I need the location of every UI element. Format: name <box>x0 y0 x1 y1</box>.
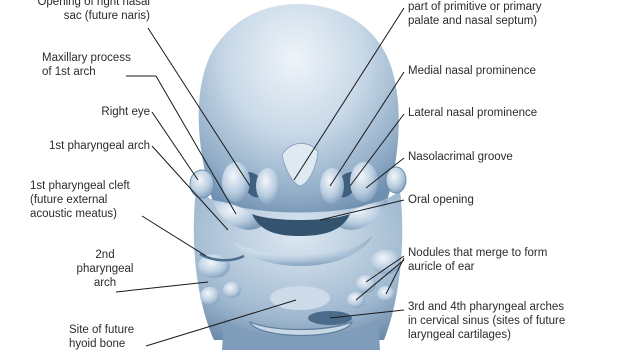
label-oral: Oral opening <box>408 193 474 207</box>
label-right-naris: Opening of right nasal sac (future naris… <box>37 0 150 23</box>
label-arch1: 1st pharyngeal arch <box>49 139 150 153</box>
right-lateral-nasal <box>222 162 250 202</box>
label-medial-nasal: Medial nasal prominence <box>408 64 536 78</box>
leader-right-eye <box>152 112 198 180</box>
label-nodules: Nodules that merge to form auricle of ea… <box>408 246 547 274</box>
right-nodule-2 <box>223 282 241 298</box>
label-nasolacrimal: Nasolacrimal groove <box>408 150 513 164</box>
right-nodule-1 <box>200 287 220 305</box>
label-lateral-nasal: Lateral nasal prominence <box>408 106 537 120</box>
label-palate: part of primitive or primary palate and … <box>408 0 542 28</box>
hyoid-region <box>270 286 330 310</box>
right-medial-nasal <box>256 168 280 204</box>
label-hyoid: Site of future hyoid bone <box>69 323 134 351</box>
label-cleft1: 1st pharyngeal cleft (future external ac… <box>30 179 130 221</box>
label-maxillary: Maxillary process of 1st arch <box>42 51 131 79</box>
label-right-eye: Right eye <box>101 105 150 119</box>
left-arch2 <box>371 250 401 274</box>
left-medial-nasal <box>320 168 344 204</box>
right-arch2 <box>198 254 230 278</box>
label-arches34: 3rd and 4th pharyngeal arches in cervica… <box>408 300 565 342</box>
label-arch2: 2nd pharyngeal arch <box>70 248 140 290</box>
left-eye <box>386 167 406 193</box>
